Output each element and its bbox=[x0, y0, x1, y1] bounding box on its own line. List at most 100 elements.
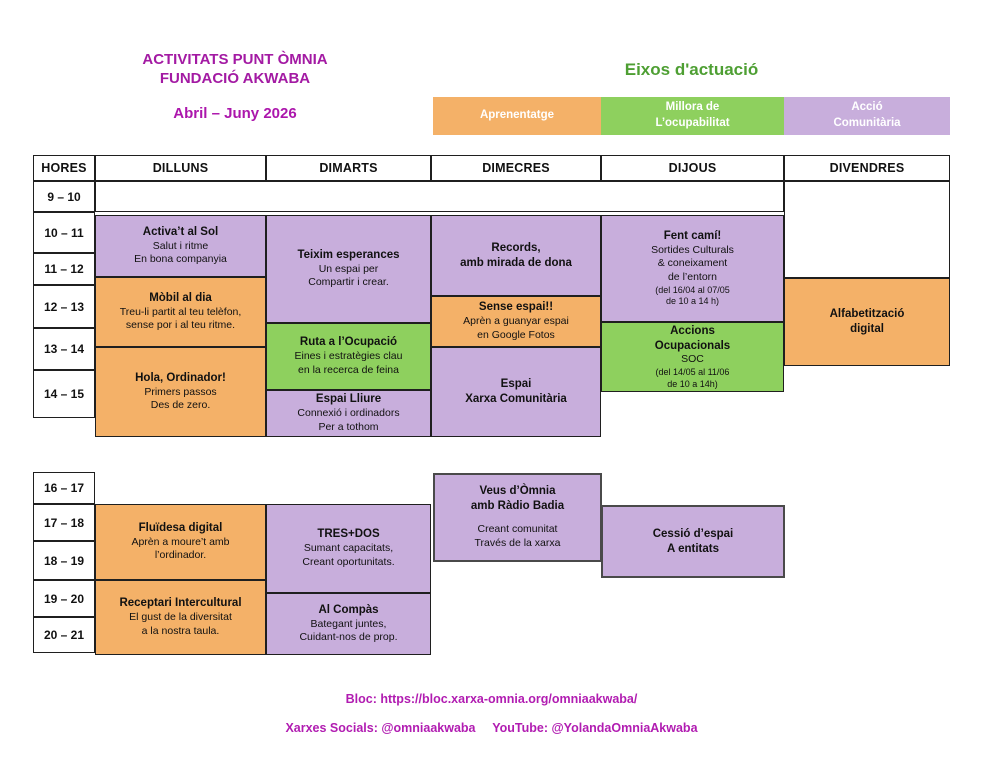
footer-social-handles: Xarxes Socials: @omniaakwaba bbox=[285, 721, 476, 735]
activity-espai-lliure: Espai Lliure Connexió i ordinadors Per a… bbox=[266, 390, 431, 437]
activity-fent-cami: Fent camí! Sortides Culturals & coneixam… bbox=[601, 215, 784, 322]
footer-youtube-handle: YouTube: @YolandaOmniaAkwaba bbox=[492, 721, 698, 735]
activity-accions-ocupacionals: Accions Ocupacionals SOC (del 14/05 al 1… bbox=[601, 322, 784, 392]
activity-espai-xarxa-comunitaria: Espai Xarxa Comunitària bbox=[431, 347, 601, 437]
activity-dates: de 10 a 14h) bbox=[667, 378, 718, 389]
legend-item-millora-ocupabilitat: Millora de L’ocupabilitat bbox=[601, 97, 784, 135]
activity-title: Alfabetització bbox=[829, 308, 905, 321]
activity-title: Accions bbox=[670, 324, 715, 337]
activity-mobil-al-dia: Mòbil al dia Treu-li partit al teu telèf… bbox=[95, 277, 266, 347]
activity-receptari-intercultural: Receptari Intercultural El gust de la di… bbox=[95, 580, 266, 655]
activity-title: Activa’t al Sol bbox=[142, 225, 219, 238]
activity-line: Aprèn a moure’t amb bbox=[131, 535, 230, 548]
activity-cessio-espai: Cessió d’espai A entitats bbox=[601, 505, 785, 578]
column-header-dimarts: DIMARTS bbox=[266, 155, 431, 181]
legend-title: Eixos d'actuació bbox=[624, 60, 759, 79]
activity-line: Primers passos bbox=[144, 385, 217, 398]
footer-blog-link: Bloc: https://bloc.xarxa-omnia.org/omnia… bbox=[345, 692, 638, 706]
hour-cell-16-17: 16 – 17 bbox=[33, 472, 95, 504]
hour-cell-19-20: 19 – 20 bbox=[33, 580, 95, 617]
activity-title: A entitats bbox=[667, 542, 719, 555]
poster-title-line2: FUNDACIÓ AKWABA bbox=[159, 70, 311, 87]
column-header-dimecres: DIMECRES bbox=[431, 155, 601, 181]
empty-cell-divendres-morning bbox=[784, 181, 950, 278]
activity-title: digital bbox=[850, 323, 884, 335]
activity-title: Veus d’Òmnia bbox=[479, 485, 556, 498]
activity-line: Salut i ritme bbox=[152, 239, 209, 252]
activity-line: en Google Fotos bbox=[477, 328, 555, 341]
activity-records: Records, amb mirada de dona bbox=[431, 215, 601, 296]
activity-title: amb Ràdio Badia bbox=[470, 500, 565, 513]
activity-title: Cessió d’espai bbox=[652, 527, 734, 540]
activity-title: Fent camí! bbox=[663, 229, 722, 242]
hour-cell-14-15: 14 – 15 bbox=[33, 370, 95, 418]
activity-line: El gust de la diversitat bbox=[129, 611, 232, 624]
legend-item-label: Comunitària bbox=[833, 117, 901, 129]
activity-line: SOC bbox=[681, 353, 704, 366]
activity-line: Un espai per bbox=[318, 262, 379, 275]
column-header-divendres: DIVENDRES bbox=[784, 155, 950, 181]
activity-line: Eines i estratègies clau bbox=[294, 350, 403, 363]
activity-teixim-esperances: Teixim esperances Un espai per Compartir… bbox=[266, 215, 431, 323]
hour-cell-11-12: 11 – 12 bbox=[33, 253, 95, 285]
activity-title: TRES+DOS bbox=[317, 528, 380, 541]
column-header-hores: HORES bbox=[33, 155, 95, 181]
activity-line: Per a tothom bbox=[318, 420, 379, 433]
activity-title: Hola, Ordinador! bbox=[135, 371, 226, 384]
activity-veus-omnia: Veus d’Òmnia amb Ràdio Badia Creant comu… bbox=[433, 473, 602, 562]
activity-line: & coneixament bbox=[657, 257, 728, 270]
activity-title: Fluïdesa digital bbox=[138, 521, 223, 534]
activity-dates: (del 16/04 al 07/05 bbox=[655, 284, 730, 295]
activity-line: Sortides Culturals bbox=[651, 243, 734, 256]
legend-item-label: Acció bbox=[851, 101, 883, 114]
hour-cell-17-18: 17 – 18 bbox=[33, 504, 95, 541]
activity-title: Ocupacionals bbox=[654, 339, 731, 352]
activity-hola-ordinador: Hola, Ordinador! Primers passos Des de z… bbox=[95, 347, 266, 437]
hour-cell-18-19: 18 – 19 bbox=[33, 541, 95, 580]
activity-line: Creant comunitat bbox=[477, 523, 558, 536]
activity-al-compas: Al Compàs Bategant juntes, Cuidant-nos d… bbox=[266, 593, 431, 655]
activity-title: Espai Lliure bbox=[315, 393, 382, 406]
activity-title: Al Compàs bbox=[318, 603, 379, 616]
activity-line: en la recerca de feina bbox=[298, 363, 399, 376]
activity-line: Bategant juntes, bbox=[310, 617, 387, 630]
activity-alfabetitzacio-digital: Alfabetització digital bbox=[784, 278, 950, 366]
activity-fluidesa-digital: Fluïdesa digital Aprèn a moure’t amb l’o… bbox=[95, 504, 266, 580]
empty-cell-9-10 bbox=[95, 181, 784, 212]
poster-title: ACTIVITATS PUNT ÒMNIA FUNDACIÓ AKWABA Ab… bbox=[95, 50, 375, 123]
legend-item-label: L’ocupabilitat bbox=[655, 117, 730, 129]
legend-item-label: Aprenentatge bbox=[479, 109, 555, 122]
poster-period: Abril – Juny 2026 bbox=[173, 105, 297, 122]
activity-title: Teixim esperances bbox=[297, 248, 400, 261]
activity-title: Records, bbox=[491, 241, 541, 254]
activity-line: de l’entorn bbox=[667, 271, 718, 284]
activity-dates: de 10 a 14 h) bbox=[665, 296, 720, 307]
activity-title: Sense espai!! bbox=[478, 301, 554, 314]
column-header-dijous: DIJOUS bbox=[601, 155, 784, 181]
activity-line: Compartir i crear. bbox=[308, 276, 389, 289]
hour-cell-12-13: 12 – 13 bbox=[33, 285, 95, 328]
activity-line: Cuidant-nos de prop. bbox=[299, 631, 398, 644]
footer-social: Xarxes Socials: @omniaakwaba YouTube: @Y… bbox=[0, 721, 983, 735]
column-header-dilluns: DILLUNS bbox=[95, 155, 266, 181]
activity-line: Sumant capacitats, bbox=[303, 542, 394, 555]
activity-line: a la nostra taula. bbox=[141, 624, 220, 637]
activity-sense-espai: Sense espai!! Aprèn a guanyar espai en G… bbox=[431, 296, 601, 347]
activity-title: amb mirada de dona bbox=[460, 256, 572, 269]
activity-line: Treu-li partit al teu telèfon, bbox=[119, 305, 242, 318]
activity-tres-dos: TRES+DOS Sumant capacitats, Creant oport… bbox=[266, 504, 431, 593]
activity-line: l’ordinador. bbox=[154, 549, 207, 562]
activity-line: sense por i al teu ritme. bbox=[125, 319, 236, 332]
legend-item-accio-comunitaria: Acció Comunitària bbox=[784, 97, 950, 135]
hour-cell-9-10: 9 – 10 bbox=[33, 181, 95, 212]
activity-activat-al-sol: Activa’t al Sol Salut i ritme En bona co… bbox=[95, 215, 266, 277]
activity-title: Espai bbox=[500, 378, 532, 391]
activity-title: Ruta a l’Ocupació bbox=[299, 336, 398, 349]
activity-dates: (del 14/05 al 11/06 bbox=[655, 367, 730, 378]
legend-item-aprenentatge: Aprenentatge bbox=[433, 97, 601, 135]
hour-cell-13-14: 13 – 14 bbox=[33, 328, 95, 370]
activity-title: Mòbil al dia bbox=[149, 291, 212, 304]
poster-title-line1: ACTIVITATS PUNT ÒMNIA bbox=[142, 51, 328, 68]
activity-line: Creant oportunitats. bbox=[302, 555, 395, 568]
